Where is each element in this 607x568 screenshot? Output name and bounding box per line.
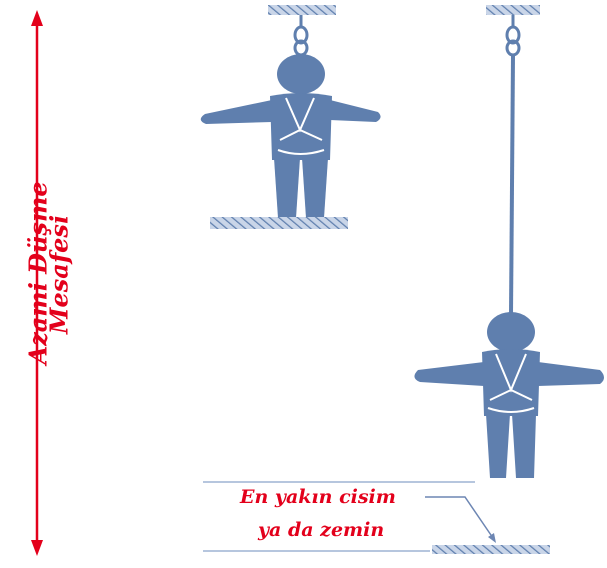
max-fall-distance-arrow — [31, 10, 43, 556]
ceiling-anchor-right — [486, 5, 540, 15]
worker-standing-figure — [200, 15, 381, 218]
max-fall-distance-label-line2: Mesafesi — [44, 214, 74, 335]
worker-fallen-figure — [414, 15, 604, 478]
ground-pointer — [425, 496, 494, 539]
nearest-object-label-line2: ya da zemin — [258, 519, 385, 541]
nearest-object-label-line1: En yakın cisim — [240, 486, 396, 508]
ceiling-anchor-left — [268, 5, 336, 15]
standing-platform — [210, 217, 348, 229]
ground-hatch — [432, 545, 550, 554]
